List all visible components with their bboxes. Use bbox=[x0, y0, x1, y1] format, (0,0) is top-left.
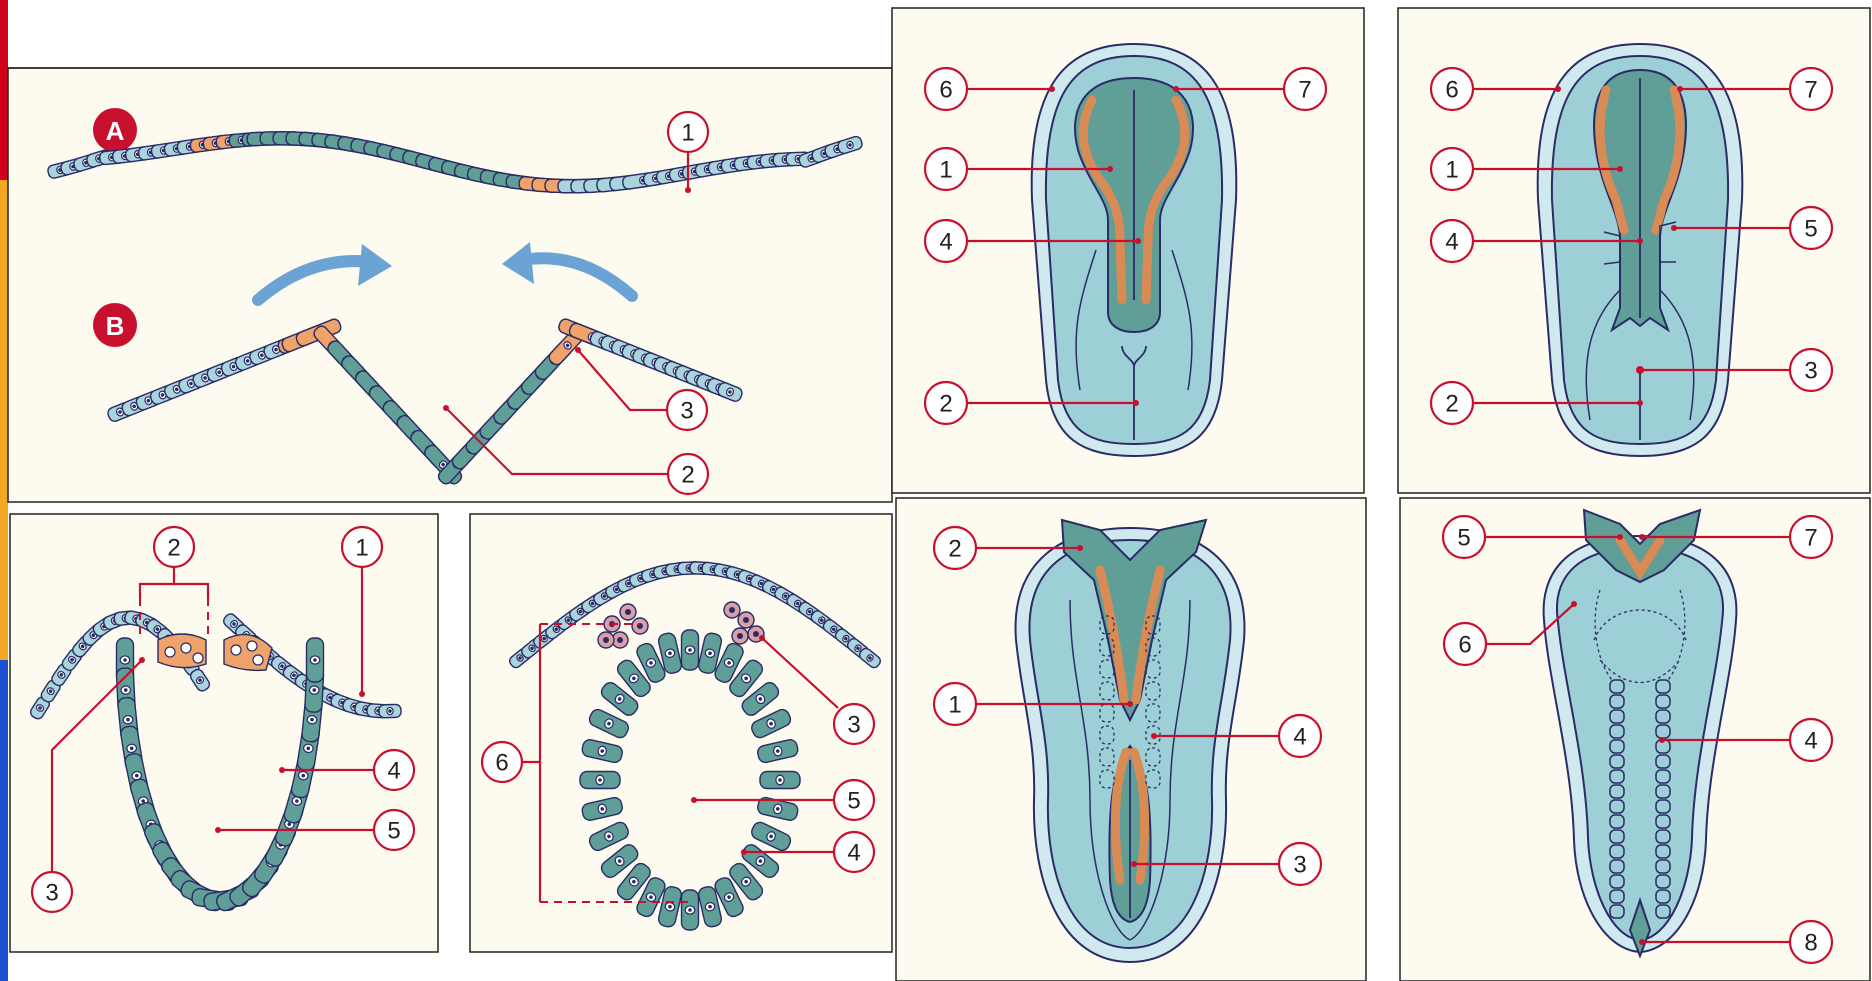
neural-crest-cluster-left bbox=[158, 634, 206, 668]
panel-neural-groove: 2 1 4 5 3 bbox=[10, 514, 438, 952]
callout-e3-2-label: 2 bbox=[948, 536, 961, 563]
callout-e2-6-label: 6 bbox=[1445, 77, 1458, 104]
panel-embryo-4: 5 7 6 4 8 bbox=[1400, 498, 1870, 981]
badge-a: A bbox=[93, 108, 137, 152]
callout-bc-3-label: 3 bbox=[847, 712, 860, 739]
callout-e4-8-label: 8 bbox=[1804, 930, 1817, 957]
callout-bl-2: 2 bbox=[154, 527, 194, 567]
callout-e3-1-label: 1 bbox=[948, 692, 961, 719]
badge-b-label: B bbox=[106, 311, 125, 341]
callout-e4-4-label: 4 bbox=[1804, 728, 1817, 755]
callout-e3-4-label: 4 bbox=[1293, 724, 1306, 751]
neural-tube-cell bbox=[682, 890, 699, 930]
callout-e1-6-label: 6 bbox=[939, 77, 952, 104]
neural-tube-cell bbox=[580, 772, 620, 789]
callout-e3-3-label: 3 bbox=[1293, 852, 1306, 879]
panel-neural-tube: 6 3 5 4 bbox=[470, 514, 892, 952]
callout-e2-4-label: 4 bbox=[1445, 229, 1458, 256]
callout-e4-6-label: 6 bbox=[1458, 632, 1471, 659]
callout-bc-6: 6 bbox=[482, 742, 522, 782]
callout-bl-2-label: 2 bbox=[167, 535, 180, 562]
callout-tl-2-label: 2 bbox=[681, 462, 694, 489]
callout-bl-4-label: 4 bbox=[387, 758, 400, 785]
callout-e1-2-label: 2 bbox=[939, 391, 952, 418]
callout-bl-5-label: 5 bbox=[387, 818, 400, 845]
callout-e1-1-label: 1 bbox=[939, 157, 952, 184]
callout-e1-7-label: 7 bbox=[1298, 77, 1311, 104]
callout-e2-5-label: 5 bbox=[1804, 216, 1817, 243]
badge-b: B bbox=[93, 303, 137, 347]
callout-bl-1-label: 1 bbox=[355, 535, 368, 562]
callout-e2-7-label: 7 bbox=[1804, 77, 1817, 104]
callout-e2-2-label: 2 bbox=[1445, 391, 1458, 418]
callout-e4-7-label: 7 bbox=[1804, 525, 1817, 552]
neural-tube-cell bbox=[682, 630, 699, 670]
callout-e1-4-label: 4 bbox=[939, 229, 952, 256]
callout-e2-1-label: 1 bbox=[1445, 157, 1458, 184]
neural-tube-cell bbox=[760, 772, 800, 789]
badge-a-label: A bbox=[106, 116, 125, 146]
callout-tl-3-label: 3 bbox=[680, 398, 693, 425]
callout-bc-4-label: 4 bbox=[847, 840, 860, 867]
callout-bl-3-label: 3 bbox=[45, 880, 58, 907]
neural-groove-cell bbox=[306, 638, 323, 682]
ectoderm-cell bbox=[379, 704, 401, 718]
callout-bc-6-label: 6 bbox=[495, 750, 508, 777]
callout-e4-5-label: 5 bbox=[1457, 525, 1470, 552]
panel-neural-plate: A B 1 3 bbox=[8, 68, 892, 502]
panel-embryo-2: 6 7 1 4 5 3 bbox=[1398, 8, 1870, 493]
callout-bc-5-label: 5 bbox=[847, 788, 860, 815]
callout-e2-3-label: 3 bbox=[1804, 358, 1817, 385]
callout-tl-1-label: 1 bbox=[681, 120, 694, 147]
panel-embryo-3: 2 1 4 3 bbox=[896, 498, 1366, 981]
panel-neural-plate-bg bbox=[8, 68, 892, 502]
panel-embryo-1: 6 7 1 4 2 bbox=[892, 8, 1364, 493]
